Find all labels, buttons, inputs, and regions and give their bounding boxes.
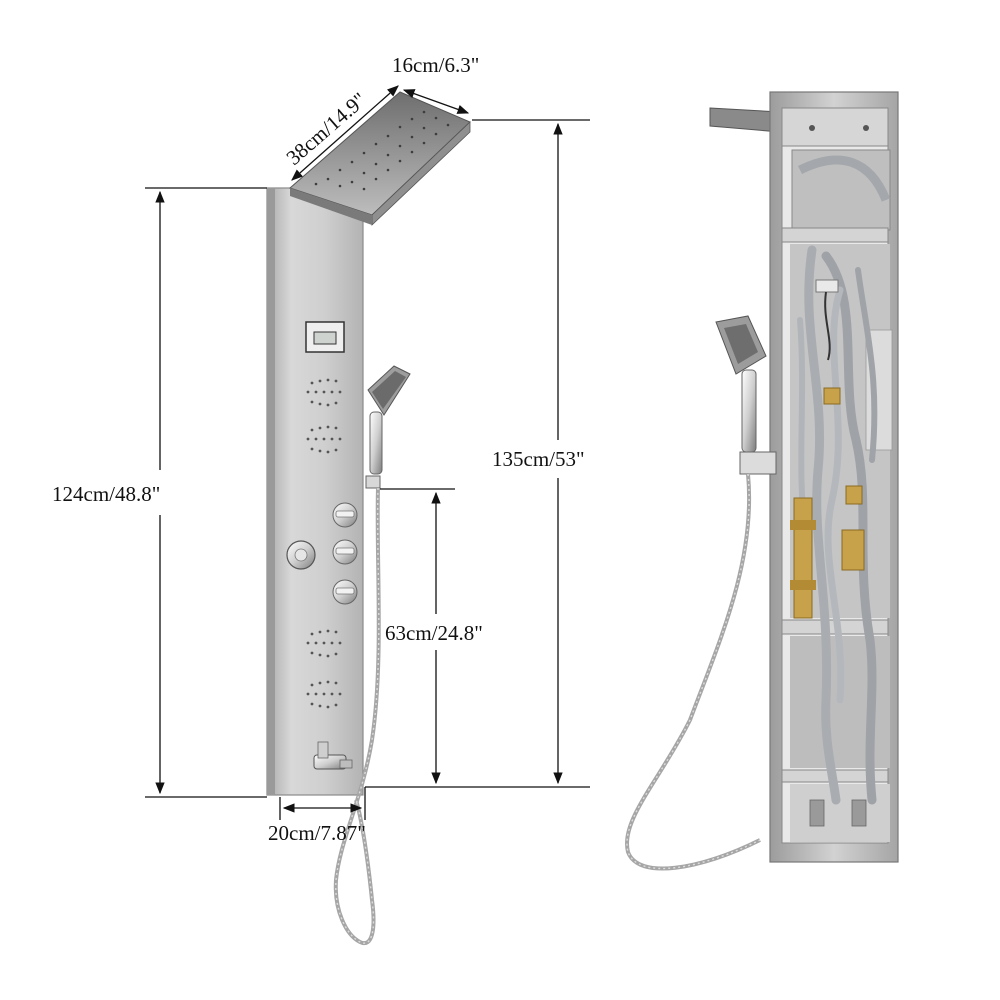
thermostatic-knob-icon (286, 540, 316, 570)
body-jets-upper (306, 378, 342, 454)
front-view-panel (266, 91, 471, 946)
hose-back (624, 473, 761, 871)
dimension-lines (145, 85, 590, 820)
diverter-knobs (332, 502, 358, 605)
brass-valves (790, 387, 865, 619)
hand-shower (365, 365, 411, 489)
panel-body (266, 187, 364, 796)
hose (333, 487, 381, 946)
dim-handshower-height: 63cm/24.8" (385, 621, 483, 645)
dim-panel-width: 20cm/7.87" (268, 821, 366, 845)
dim-total-height: 135cm/53" (492, 447, 585, 471)
panel-left-edge (267, 188, 275, 795)
dim-panel-height: 124cm/48.8" (52, 482, 160, 506)
dim-head-depth: 16cm/6.3" (392, 53, 479, 77)
body-jets-lower (306, 629, 342, 709)
back-view-panel (624, 91, 899, 871)
tub-spout (313, 741, 353, 770)
hand-shower-back (715, 315, 777, 475)
temperature-display (305, 321, 345, 353)
